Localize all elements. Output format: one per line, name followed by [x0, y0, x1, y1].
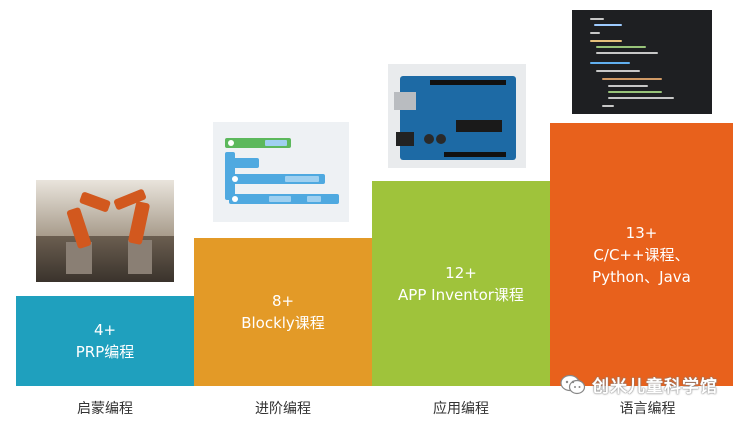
- code-line: [596, 70, 640, 72]
- step-caption-1: 启蒙编程: [77, 401, 133, 417]
- code-line: [590, 62, 630, 64]
- watermark-text: 创米儿童科学馆: [592, 377, 718, 397]
- code-line: [590, 32, 600, 34]
- blockly-block-3: [229, 174, 325, 184]
- watermark: 创米儿童科学馆: [560, 372, 718, 397]
- step-age-4: 13+: [625, 223, 658, 242]
- step-block-4: 13+ C/C++课程、 Python、Java: [550, 123, 733, 386]
- robot-arm-image: [36, 180, 174, 282]
- code-line: [594, 24, 622, 26]
- blockly-block-4: [229, 194, 339, 204]
- step-title-4a: C/C++课程、: [593, 245, 690, 264]
- arduino-power-jack: [396, 132, 414, 146]
- code-line: [602, 105, 614, 107]
- arduino-capacitor-1: [424, 134, 434, 144]
- robot-photo-floor: [36, 236, 174, 282]
- arduino-header-top: [430, 80, 506, 85]
- arduino-board-image: [388, 64, 526, 168]
- code-line: [608, 91, 662, 93]
- arduino-capacitor-2: [436, 134, 446, 144]
- step-title-3: APP Inventor课程: [398, 285, 524, 304]
- step-age-1: 4+: [93, 321, 117, 339]
- step-caption-3: 应用编程: [433, 401, 489, 417]
- step-block-2: 8+ Blockly课程: [194, 238, 372, 386]
- code-line: [590, 18, 604, 20]
- arduino-header-bottom: [444, 152, 506, 157]
- code-line: [596, 46, 646, 48]
- step-age-3: 12+: [445, 263, 477, 282]
- step-age-2: 8+: [271, 292, 295, 310]
- step-block-1: 4+ PRP编程: [16, 296, 194, 386]
- step-caption-4: 语言编程: [619, 401, 676, 417]
- step-caption-2: 进阶编程: [255, 401, 311, 417]
- code-line: [608, 85, 648, 87]
- arduino-usb-port: [394, 92, 416, 110]
- step-title-1: PRP编程: [75, 343, 135, 361]
- code-line: [602, 78, 662, 80]
- step-title-2: Blockly课程: [241, 314, 325, 332]
- blockly-blocks-image: [213, 122, 349, 222]
- robot-base-right: [128, 240, 152, 274]
- step-block-3: 12+ APP Inventor课程: [372, 181, 550, 386]
- code-line: [590, 40, 622, 42]
- arduino-chip: [456, 120, 502, 132]
- blockly-block-start: [225, 138, 291, 148]
- blockly-block-2: [229, 158, 259, 168]
- code-line: [596, 52, 658, 54]
- arduino-board: [394, 76, 516, 160]
- step-title-4b: Python、Java: [592, 267, 691, 286]
- code-editor-image: [572, 10, 712, 114]
- code-line: [608, 97, 674, 99]
- wechat-icon: [560, 374, 586, 396]
